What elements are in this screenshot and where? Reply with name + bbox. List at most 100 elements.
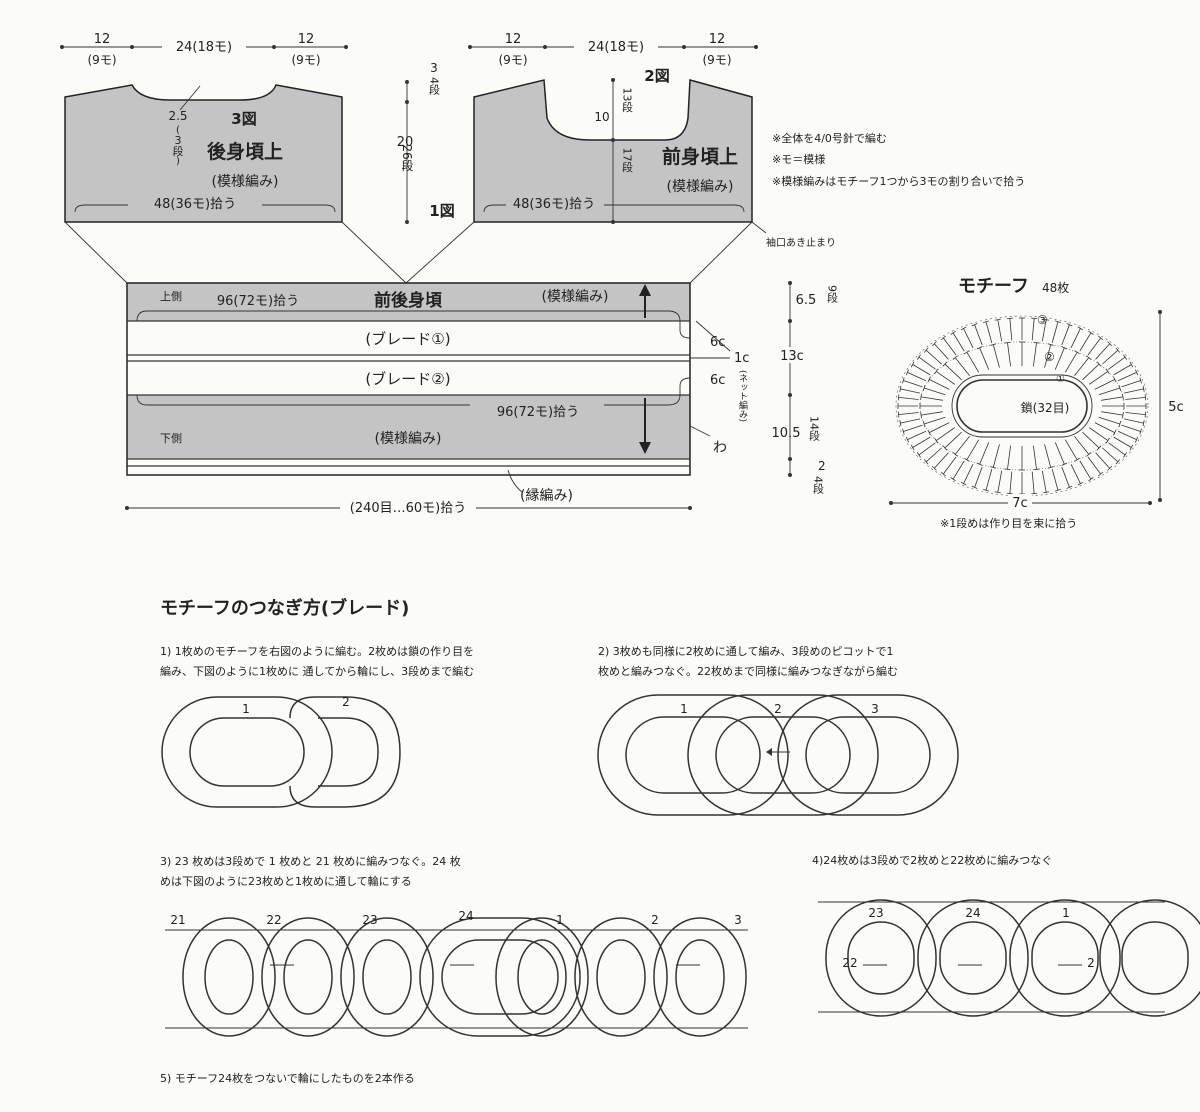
lower-pattern: (模様編み): [375, 431, 442, 447]
stitch-mark: [905, 436, 909, 443]
middle-height-rows: 26段: [400, 144, 414, 172]
motif-ring: [1099, 899, 1200, 1017]
stitch-mark: [1125, 396, 1146, 400]
stitch-mark: [910, 361, 915, 368]
d4-label-2: 2: [1087, 956, 1095, 970]
stitch-mark: [979, 442, 990, 465]
stitch-mark: [971, 323, 978, 327]
body-panel: 上側 96(72モ)拾う 前後身頃 (模様編み) (ブレード①) (ブレード②)…: [125, 282, 727, 516]
stitch-mark: [1135, 436, 1139, 443]
join-diagram-3: 21 22 23 24 1 2 3: [165, 909, 748, 1037]
stitch-mark: [897, 394, 900, 401]
motif-ring-inner: [675, 939, 725, 1015]
motif-ring: [261, 917, 355, 1037]
stitch-mark: [944, 363, 962, 381]
stitch-mark: [1098, 387, 1120, 396]
stitch-mark: [992, 444, 1000, 468]
stitch-mark: [963, 328, 974, 348]
stitch-mark: [1088, 477, 1094, 482]
dim-net: (ネット編み): [737, 370, 748, 422]
stitch-mark: [940, 471, 946, 477]
stitch-mark: [1105, 368, 1110, 375]
stitch-mark: [1108, 356, 1126, 370]
stitch-mark: [1086, 355, 1092, 360]
motif-height: 5c: [1168, 400, 1183, 415]
stitch-mark: [1007, 342, 1012, 367]
stitch-mark: [916, 452, 921, 458]
stitch-mark: [1108, 442, 1126, 456]
stitch-mark: [934, 343, 949, 360]
stitch-mark: [1051, 321, 1059, 343]
upper-pattern: (模様編み): [542, 289, 609, 305]
stitch-mark: [943, 456, 957, 475]
stitch-mark: [923, 347, 929, 353]
stitch-mark: [907, 430, 927, 441]
step-1-line-1: 1) 1枚めのモチーフを右図のように編む。2枚めは鎖の作り目を: [160, 644, 474, 658]
stitch-mark: [1032, 445, 1037, 470]
front-neck-rows: 13段: [621, 88, 634, 114]
stitch-mark: [1123, 354, 1128, 360]
stitch-mark: [971, 485, 978, 489]
d2-label-3: 3: [871, 702, 879, 716]
round-1-mark: ①: [1056, 374, 1065, 385]
motif-ring-inner: [204, 939, 254, 1015]
d3-label-21: 21: [170, 913, 185, 927]
stitch-mark: [1121, 424, 1141, 432]
back-pattern: (模様編み): [212, 174, 279, 190]
stitch-mark: [1089, 427, 1109, 441]
dim-10-5: 10.5: [772, 426, 801, 441]
stitch-mark: [927, 376, 931, 383]
stitch-mark: [954, 435, 970, 455]
motif-ring-inner: [517, 939, 567, 1015]
stitch-mark: [1117, 430, 1137, 441]
stitch-mark: [1096, 361, 1102, 367]
stitch-mark: [929, 379, 950, 390]
stitch-mark: [966, 439, 980, 461]
front-dim-right-sub: (9モ): [703, 53, 732, 67]
stitch-mark: [924, 387, 946, 396]
stitch-mark: [931, 465, 937, 471]
stitch-mark: [1054, 442, 1065, 465]
stitch-mark: [1055, 320, 1061, 324]
front-upper-piece: 2図 10 13段 17段 前身頃上 (模様編み) 48(36モ)拾う 袖口あき…: [473, 67, 836, 249]
back-upper-piece: 2.5 ( 3 段 ) 3図 後身頃上 (模様編み) 48(36モ)拾う: [64, 84, 343, 223]
step-2-line-2: 枚めと編みつなぐ。22枚めまで同様に編みつなぎながら編む: [598, 664, 898, 678]
stitch-mark: [934, 452, 949, 469]
stitch-mark: [1098, 335, 1104, 341]
middle-height-value: 20: [397, 135, 414, 150]
stitch-mark: [925, 349, 942, 365]
d4-label-23: 23: [868, 906, 883, 920]
stitch-mark: [927, 429, 931, 436]
lower-side-label: 下側: [160, 432, 182, 445]
stitch-mark: [935, 427, 955, 441]
dim-6-5: 6.5: [796, 293, 817, 308]
stitch-mark: [924, 416, 946, 425]
stitch-mark: [898, 412, 919, 416]
stitch-mark: [1144, 394, 1147, 401]
stitch-mark: [1117, 371, 1137, 382]
motif-ring-inner: [596, 939, 646, 1015]
join-diagram-4: 23 24 1 22 2: [818, 899, 1200, 1017]
joining-title: モチーフのつなぎ方(ブレード): [160, 597, 409, 619]
stitch-mark: [1123, 452, 1128, 458]
back-dim-right: 12: [298, 32, 315, 47]
front-dim-center: 24(18モ): [588, 40, 644, 55]
stitch-mark: [994, 318, 1001, 321]
back-neck-paren-close: ): [176, 156, 180, 167]
upper-side-label: 上側: [160, 290, 182, 303]
stitch-mark: [994, 491, 1001, 494]
stitch-mark: [1031, 492, 1038, 495]
stitch-mark: [916, 354, 921, 360]
wa-label: わ: [713, 440, 727, 456]
stitch-mark: [899, 385, 902, 392]
stitch-mark: [1032, 342, 1037, 367]
stitch-mark: [918, 442, 936, 456]
front-neck-depth: 10: [594, 110, 609, 124]
stitch-mark: [900, 418, 921, 424]
stitch-mark: [1077, 481, 1084, 486]
stitch-mark: [1115, 459, 1121, 465]
motif-chain: 鎖(32目): [1021, 400, 1070, 415]
stitch-mark: [942, 361, 948, 367]
stitch-mark: [985, 321, 993, 343]
